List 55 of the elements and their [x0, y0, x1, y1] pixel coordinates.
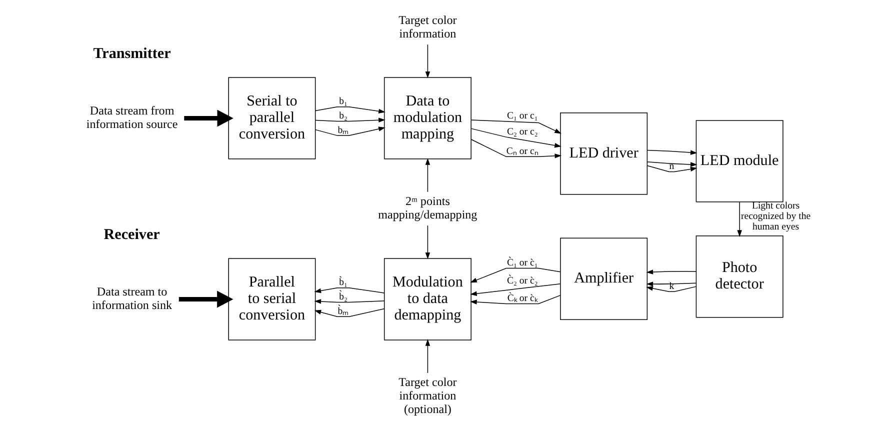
edge-label: n [668, 161, 674, 172]
arrow [646, 282, 696, 286]
edge-label: b̀₂ [338, 292, 347, 303]
arrow [424, 339, 430, 374]
node-text: Data stream to information sink [92, 284, 172, 312]
label: Transmitter [92, 46, 170, 62]
arrow [314, 299, 384, 304]
arrow [470, 268, 560, 283]
arrow [470, 120, 561, 134]
arrow [646, 165, 697, 172]
edge-label: C̀₂ or c̀₂ [506, 276, 538, 287]
node-box: LED module [695, 120, 783, 202]
arrow [470, 294, 560, 304]
arrow [178, 290, 233, 308]
arrow [314, 106, 385, 114]
node-box: Serial to parallel conversion [228, 77, 316, 160]
edge-label: C₂ or c₂ [506, 126, 538, 138]
node-box: Parallel to serial conversion [228, 258, 316, 340]
edge-label: Cₙ or cₙ [506, 146, 538, 157]
edge-label: bₘ [337, 124, 348, 136]
label: Receiver [103, 226, 160, 243]
node-box: Amplifier [560, 238, 648, 320]
arrow [314, 308, 384, 317]
arrow [646, 150, 697, 155]
arrow [314, 126, 385, 136]
node-text: Target color information [398, 12, 456, 40]
arrow [646, 162, 697, 167]
arrow [424, 225, 430, 260]
edge-label: b₂ [338, 110, 347, 122]
arrow [424, 158, 430, 192]
edge-label: Light colors recognized by the human eyes [740, 200, 810, 232]
arrow [314, 288, 384, 294]
edge-label: b̀ₘ [337, 306, 348, 317]
arrow [470, 128, 561, 148]
edge-label: C̀ₖ or c̀ₖ [506, 293, 537, 304]
node-box: Data to modulation mapping [383, 77, 471, 160]
node-text: Data stream from information source [86, 103, 178, 131]
arrow [736, 202, 742, 237]
arrow [184, 110, 233, 127]
edge-label: C̀₁ or c̀₁ [506, 258, 538, 269]
arrow [314, 118, 385, 122]
arrow [646, 286, 696, 292]
node-box: Photo detector [695, 235, 783, 318]
node-box: Modulation to data demapping [383, 258, 471, 340]
arrow [424, 44, 430, 78]
arrow [470, 138, 562, 158]
edge-label: b̀₁ [338, 277, 347, 288]
edge-label: b₁ [338, 96, 347, 108]
node-box: LED driver [560, 112, 648, 195]
arrow [470, 283, 560, 296]
arrow [646, 270, 696, 274]
node-text: 2ᵐ points mapping/demapping [378, 194, 477, 222]
edge-label: k [668, 280, 674, 292]
node-text: Target color information (optional) [398, 374, 456, 416]
edge-label: C₁ or c₁ [506, 110, 538, 122]
